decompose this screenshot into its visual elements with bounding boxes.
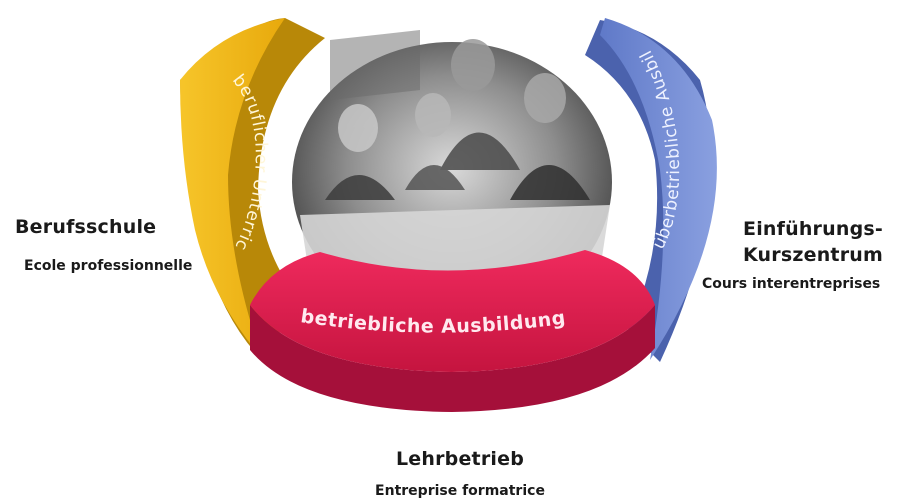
- label-lehrbetrieb: Lehrbetrieb: [395, 448, 525, 470]
- label-cours-interentreprises: Cours interentreprises: [702, 276, 881, 292]
- label-ecole-professionnelle: Ecole professionnelle: [24, 258, 193, 274]
- segment-lehrbetrieb: betriebliche Ausbildung: [250, 250, 655, 412]
- label-berufsschule: Berufsschule: [15, 216, 157, 238]
- label-einfuehrungs: Einführungs-: [743, 218, 883, 240]
- label-kurszentrum: Kurszentrum: [742, 244, 884, 266]
- label-entreprise-formatrice: Entreprise formatrice: [375, 483, 545, 499]
- group-photo: [292, 30, 612, 322]
